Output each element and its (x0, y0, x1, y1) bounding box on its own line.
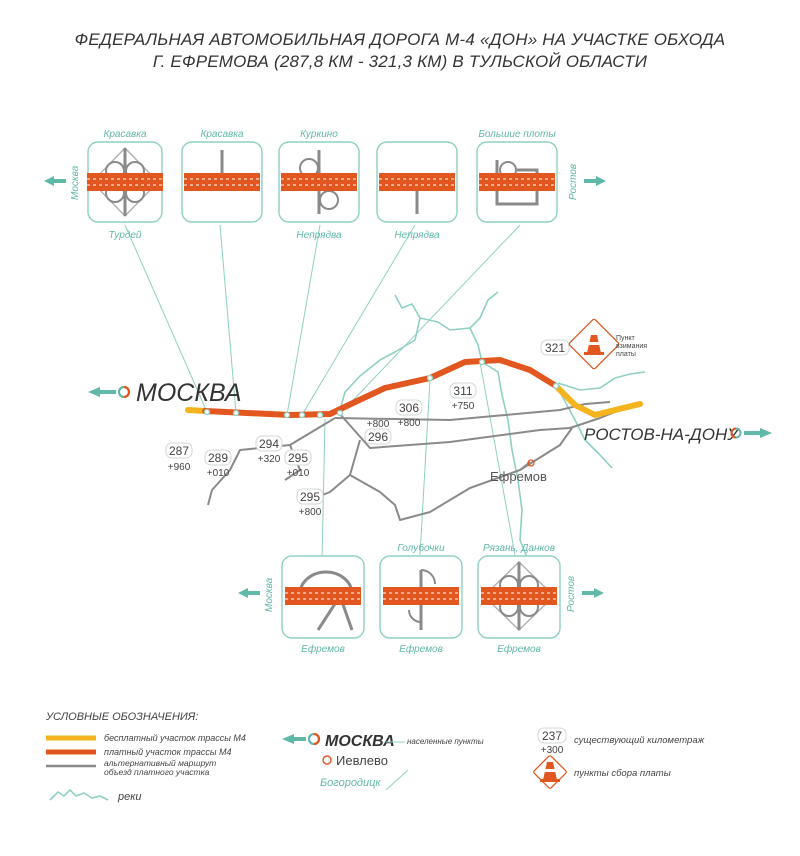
svg-text:платный участок трассы М4: платный участок трассы М4 (104, 747, 231, 757)
highway-m4 (185, 357, 643, 418)
interchange-top-5: Большие плоты (476, 129, 558, 223)
svg-text:Ефремов: Ефремов (399, 643, 443, 655)
km-marker: 289 +010 (204, 449, 232, 479)
svg-text:+800: +800 (367, 419, 390, 430)
svg-text:+960: +960 (168, 462, 191, 473)
svg-text:+800: +800 (398, 418, 421, 429)
bottom-direction-rostov: Ростов (566, 576, 604, 612)
svg-text:Пункт: Пункт (616, 335, 636, 342)
svg-text:287: 287 (169, 444, 189, 458)
interchange-bottom-2: Голубочки Ефремов (379, 542, 463, 655)
svg-text:Голубочки: Голубочки (397, 542, 445, 554)
svg-text:РОСТОВ-НА-ДОНУ: РОСТОВ-НА-ДОНУ (584, 425, 740, 444)
interchange-top-3: Куркино Непрядва (278, 129, 360, 241)
svg-text:295: 295 (288, 451, 308, 465)
route-nodes (203, 358, 560, 419)
svg-text:311: 311 (453, 384, 472, 398)
svg-text:+800: +800 (299, 507, 322, 518)
title-line-2: Г. ЕФРЕМОВА (287,8 КМ - 321,3 КМ) В ТУЛЬ… (152, 52, 648, 71)
km-marker: 306 +800 (395, 399, 423, 429)
svg-text:Ефремов: Ефремов (490, 469, 547, 484)
svg-text:Ефремов: Ефремов (497, 643, 541, 655)
svg-text:+300: +300 (541, 745, 564, 756)
km-marker: 295 +800 (296, 488, 324, 518)
svg-text:+010: +010 (207, 468, 230, 479)
svg-text:бесплатный участок трассы М4: бесплатный участок трассы М4 (104, 733, 246, 743)
legend: УСЛОВНЫЕ ОБОЗНАЧЕНИЯ: бесплатный участок… (45, 711, 705, 803)
svg-text:Красавка: Красавка (103, 129, 147, 140)
svg-text:289: 289 (208, 451, 228, 465)
svg-text:296: 296 (368, 430, 388, 444)
svg-text:Рязань, Данков: Рязань, Данков (483, 543, 555, 554)
svg-text:Турдей: Турдей (109, 230, 142, 241)
interchange-top-2: Красавка (181, 129, 263, 223)
bottom-direction-moscow: Москва (238, 577, 275, 612)
svg-text:306: 306 (399, 401, 419, 415)
city-moscow: МОСКВА (88, 379, 242, 407)
connector-lines (124, 224, 521, 561)
top-direction-moscow: Москва (44, 165, 81, 200)
svg-text:пункты сбора платы: пункты сбора платы (574, 768, 671, 779)
km-marker: 294 +320 (255, 435, 283, 465)
legend-heading: УСЛОВНЫЕ ОБОЗНАЧЕНИЯ: (45, 711, 198, 723)
km-marker: 311 +750 (449, 382, 477, 412)
interchange-bottom-1: Ефремов (281, 555, 365, 655)
svg-text:+320: +320 (258, 454, 281, 465)
interchange-top-4: Непрядва (376, 141, 458, 241)
svg-text:взимания: взимания (616, 343, 647, 350)
svg-text:+010: +010 (287, 468, 310, 479)
svg-text:реки: реки (117, 791, 142, 803)
svg-text:+750: +750 (452, 401, 475, 412)
km-marker: +800 296 (364, 419, 392, 445)
svg-text:Большие плоты: Большие плоты (478, 129, 556, 140)
svg-text:Москва: Москва (264, 577, 275, 612)
svg-text:Красавка: Красавка (200, 129, 244, 140)
svg-text:Москва: Москва (70, 165, 81, 200)
svg-text:294: 294 (259, 437, 279, 451)
svg-text:альтернативный маршрут: альтернативный маршрут (104, 758, 216, 768)
svg-text:населенные пункты: населенные пункты (407, 737, 484, 746)
svg-text:МОСКВА: МОСКВА (136, 379, 242, 407)
svg-text:платы: платы (616, 351, 636, 358)
svg-text:Ефремов: Ефремов (301, 643, 345, 655)
svg-text:321: 321 (545, 341, 565, 355)
toll-section (202, 357, 559, 418)
km-markers: 287 +960 289 +010 294 +320 295 +010 295 … (165, 339, 570, 518)
svg-text:Ростов: Ростов (566, 576, 577, 612)
svg-text:237: 237 (542, 729, 562, 743)
interchange-bottom-3: Рязань, Данков Ефремов (477, 543, 561, 655)
km-marker: 295 +010 (284, 449, 312, 479)
city-rostov: РОСТОВ-НА-ДОНУ (584, 425, 772, 444)
svg-text:МОСКВА: МОСКВА (325, 733, 395, 750)
free-section-east (553, 383, 643, 418)
svg-text:Непрядва: Непрядва (296, 230, 342, 241)
svg-text:Непрядва: Непрядва (394, 230, 440, 241)
top-direction-rostov: Ростов (568, 164, 606, 200)
svg-text:295: 295 (300, 490, 320, 504)
svg-text:Иевлево: Иевлево (336, 753, 388, 768)
km-marker: 321 (540, 339, 570, 356)
svg-text:Ростов: Ростов (568, 164, 579, 200)
city-efremov: Ефремов (490, 459, 547, 484)
interchange-top-1: Красавка Турдей (86, 129, 164, 241)
svg-text:Куркино: Куркино (300, 129, 338, 140)
title-line-1: ФЕДЕРАЛЬНАЯ АВТОМОБИЛЬНАЯ ДОРОГА М-4 «ДО… (74, 30, 726, 49)
svg-text:существующий километраж: существующий километраж (574, 735, 705, 746)
toll-point-map: Пункт взимания платы (568, 318, 647, 370)
svg-text:объезд платного участка: объезд платного участка (104, 767, 210, 777)
svg-text:Богородицк: Богородицк (320, 777, 381, 789)
km-marker: 287 +960 (165, 442, 193, 473)
